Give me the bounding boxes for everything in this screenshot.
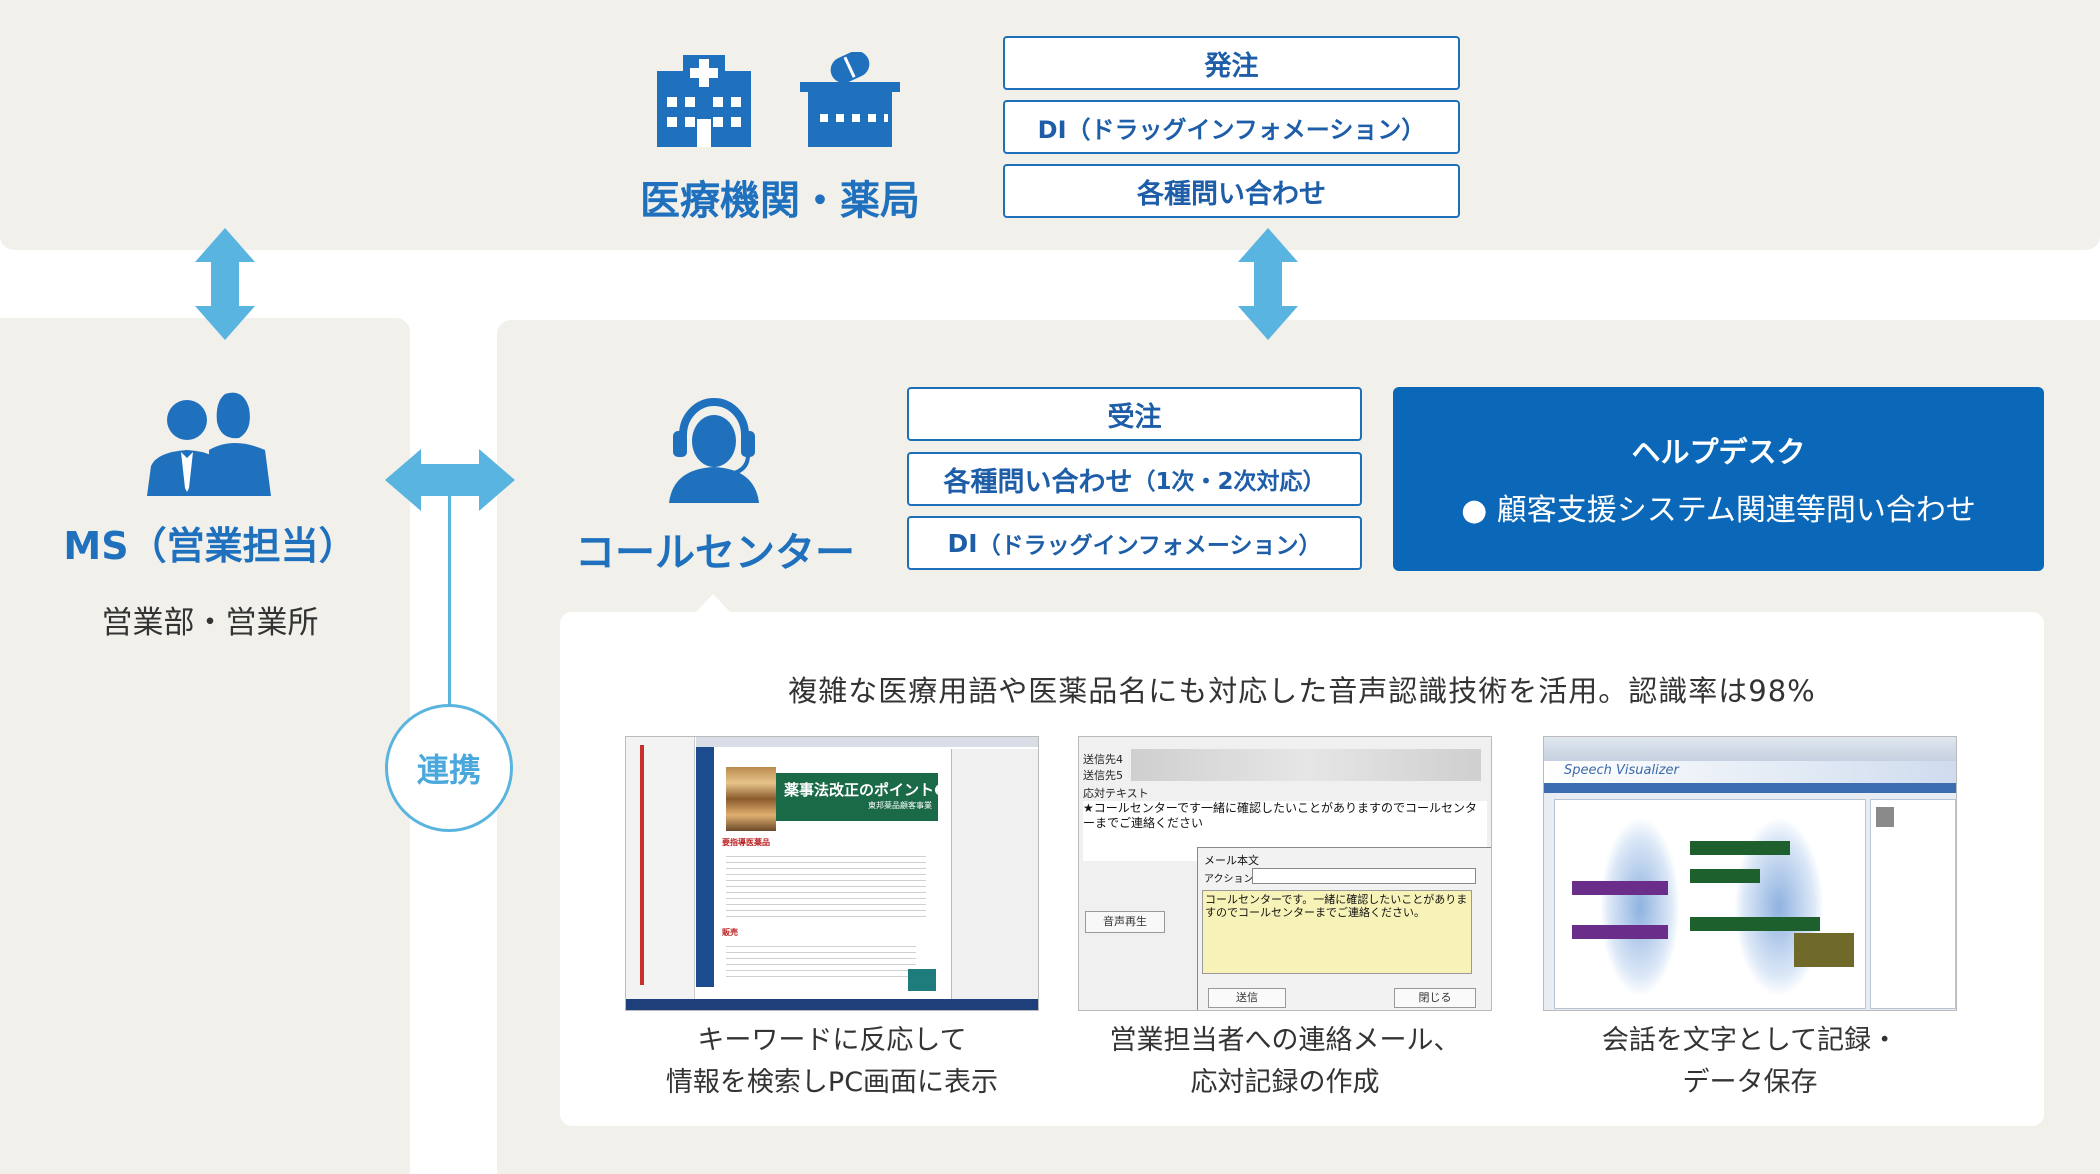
link-badge: 連携 <box>385 704 513 832</box>
shot3-green-bubble <box>1690 869 1760 883</box>
helpdesk-title: ヘルプデスク <box>1631 435 1806 469</box>
cc-box-main: 各種問い合わせ <box>943 466 1133 498</box>
shot1-section1: 要指導医薬品 <box>722 838 770 847</box>
ms-title: MS（営業担当） <box>63 524 357 568</box>
link-label: 連携 <box>416 751 481 789</box>
shot3-purple-bubble <box>1572 881 1668 895</box>
top-box-order: 発注 <box>1003 36 1460 90</box>
shot2-blurred-field <box>1131 749 1481 781</box>
horizontal-double-arrow-icon <box>385 449 515 511</box>
caption-line: 応対記録の作成 <box>1190 1067 1380 1098</box>
shot2-action-label: アクション <box>1204 874 1254 885</box>
top-box-label: DI（ドラッグインフォメーション） <box>1037 115 1426 144</box>
caption-line: 会話を文字として記録・ <box>1601 1025 1899 1056</box>
hospital-icon <box>657 55 751 147</box>
shot2-label-to2: 送信先5 <box>1083 769 1123 782</box>
shot3-app-title: Speech Visualizer <box>1564 763 1679 778</box>
caption-line: キーワードに反応して <box>697 1025 967 1056</box>
cc-box-sub: （1次・2次対応） <box>1132 469 1326 495</box>
shot2-replay-label: 音声再生 <box>1103 915 1147 928</box>
shot1-books <box>726 767 776 831</box>
shot1-left-pane <box>626 737 695 1010</box>
shot3-olive-bubble <box>1794 933 1854 967</box>
caption-line: データ保存 <box>1682 1067 1818 1098</box>
caption-mail-record: 営業担当者への連絡メール、 応対記録の作成 <box>1078 1020 1492 1104</box>
operator-headset-icon <box>669 398 759 503</box>
shot1-header: 薬事法改正のポイント❷ 東邦薬品顧客事業 <box>776 773 947 821</box>
card-pointer <box>695 594 731 613</box>
shot3-waveform-left <box>1600 817 1680 997</box>
facility-title: 医療機関・薬局 <box>640 178 920 224</box>
shot2-send-button[interactable]: 送信 <box>1208 988 1286 1008</box>
shot3-browser-bar <box>1544 737 1956 761</box>
screenshot-drug-info: 薬事法改正のポイント❷ 東邦薬品顧客事業 要指導医薬品 販売 <box>625 736 1039 1011</box>
vertical-double-arrow-icon <box>195 228 255 340</box>
top-box-label: 発注 <box>1204 50 1259 82</box>
shot2-close-label: 閉じる <box>1418 991 1452 1004</box>
cc-box-order: 受注 <box>907 387 1362 441</box>
callcenter-title: コールセンター <box>575 530 855 576</box>
caption-line: 情報を検索しPC画面に表示 <box>665 1067 999 1098</box>
avatar <box>1876 807 1894 827</box>
shot1-right-pane <box>951 749 1038 1010</box>
vertical-double-arrow-icon <box>1238 228 1298 340</box>
shot1-blue-bar <box>696 747 714 987</box>
shot1-text-lines <box>726 851 926 921</box>
shot1-heading: 薬事法改正のポイント❷ <box>784 781 947 799</box>
pharmacy-icon <box>800 52 900 147</box>
shot1-toolbar <box>696 737 1038 747</box>
shot3-side-panel <box>1870 799 1956 1009</box>
cc-box-inquiry: 各種問い合わせ （1次・2次対応） <box>907 452 1362 506</box>
shot2-mail-title: メール本文 <box>1204 854 1259 867</box>
caption-line: 営業担当者への連絡メール、 <box>1109 1025 1461 1056</box>
cc-box-sub: （ドラッグインフォメーション） <box>977 533 1322 559</box>
helpdesk-item: ● 顧客支援システム関連等問い合わせ <box>1461 493 1976 528</box>
caption-speech-visualizer: 会話を文字として記録・ データ保存 <box>1543 1020 1957 1104</box>
screenshot-speech-visualizer: Speech Visualizer <box>1543 736 1957 1011</box>
shot1-section2: 販売 <box>722 928 738 937</box>
shot2-mail-dialog: メール本文 アクション コールセンターです。一緒に確認したいことがありますのでコ… <box>1197 847 1491 1010</box>
link-connector-line <box>448 480 451 705</box>
shot1-text-lines2 <box>726 941 916 981</box>
card-description: 複雑な医療用語や医薬品名にも対応した音声認識技術を活用。認識率は98% <box>788 674 1816 708</box>
cc-box-main: DI <box>947 528 978 558</box>
shot3-app-header: Speech Visualizer <box>1544 761 1956 783</box>
top-box-label: 各種問い合わせ <box>1137 178 1326 210</box>
shot2-action-select[interactable] <box>1252 868 1476 884</box>
shot2-send-label: 送信 <box>1236 991 1258 1004</box>
cc-box-di: DI （ドラッグインフォメーション） <box>907 516 1362 570</box>
shot2-replay-button[interactable]: 音声再生 <box>1085 911 1165 933</box>
shot3-green-bubble <box>1690 917 1820 931</box>
shot3-green-bubble <box>1690 841 1790 855</box>
sales-people-icon <box>147 392 271 496</box>
ms-subtitle: 営業部・営業所 <box>101 605 319 641</box>
shot2-label-to1: 送信先4 <box>1083 753 1123 766</box>
shot1-subheading: 東邦薬品顧客事業 <box>868 801 932 810</box>
shot2-label-text: 応対テキスト <box>1083 787 1149 800</box>
shot1-taskbar <box>626 999 1038 1010</box>
shot1-cd-image <box>908 969 936 991</box>
top-box-di: DI（ドラッグインフォメーション） <box>1003 100 1460 154</box>
caption-drug-info: キーワードに反応して 情報を検索しPC画面に表示 <box>625 1020 1039 1104</box>
shot2-mail-body[interactable]: コールセンターです。一緒に確認したいことがありますのでコールセンターまでご連絡く… <box>1202 890 1472 974</box>
cc-box-main: 受注 <box>1107 401 1162 433</box>
screenshot-mail-record: 送信先4 送信先5 応対テキスト ★コールセンターです一緒に確認したいことがあり… <box>1078 736 1492 1011</box>
top-box-inquiry: 各種問い合わせ <box>1003 164 1460 218</box>
shot1-red-bar <box>640 745 644 985</box>
shot3-tab-bar <box>1544 783 1956 793</box>
helpdesk-box: ヘルプデスク ● 顧客支援システム関連等問い合わせ <box>1393 387 2044 571</box>
shot3-purple-bubble <box>1572 925 1668 939</box>
shot2-close-button[interactable]: 閉じる <box>1394 988 1476 1008</box>
